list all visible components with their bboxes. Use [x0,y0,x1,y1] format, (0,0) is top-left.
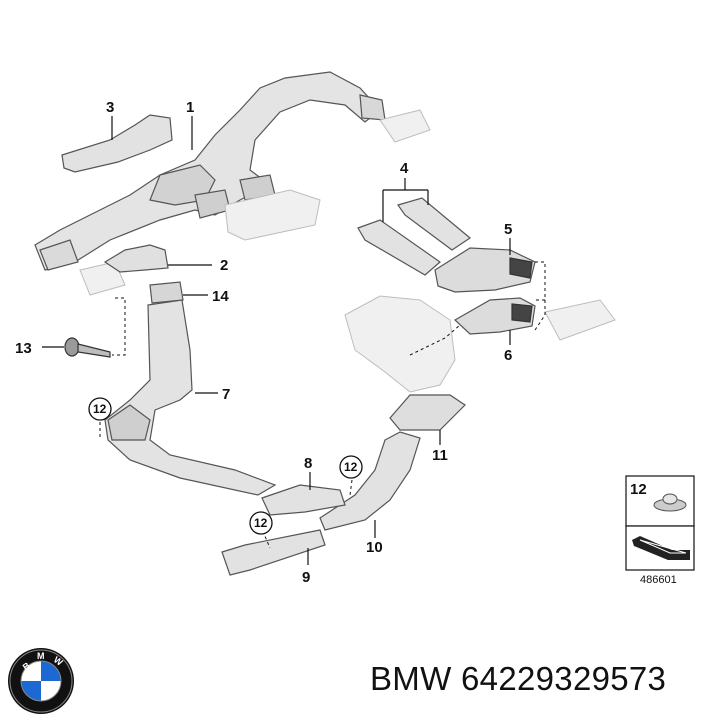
svg-text:M: M [37,651,45,661]
gasket-strip-icon [632,536,690,560]
callout-2: 2 [220,257,228,274]
callout-9: 9 [302,569,310,586]
part-7-floor-duct [104,299,277,496]
part-3-duct [61,114,173,173]
callout-8: 8 [304,455,312,472]
callout-10: 10 [366,539,383,556]
callout-5: 5 [504,221,512,238]
circled-callout-12-mid: 12 [339,455,363,479]
dashed-assembly-lines [99,261,546,549]
circled-callout-12-left: 12 [88,397,112,421]
inset-label-12: 12 [630,481,647,498]
caption-brand: BMW [370,660,452,697]
ghost-heater-housing [344,295,616,393]
callout-13: 13 [15,340,32,357]
diagram-code: 486601 [640,574,677,586]
svg-text:B: B [21,660,32,672]
callout-1: 1 [186,99,194,116]
clip-icon [653,493,687,512]
svg-text:12: 12 [344,460,358,474]
callout-14: 14 [212,288,229,305]
part-8-rear-duct [261,484,346,516]
callout-4: 4 [400,160,409,177]
callout-labels: 1 3 2 14 13 7 4 5 6 11 8 10 9 [15,99,512,586]
circled-callout-12-lower: 12 [249,511,273,535]
callout-6: 6 [504,347,512,364]
part-4-ducts [357,197,472,276]
callout-7: 7 [222,386,230,403]
part-13-fastener [64,337,111,358]
part-6-outlet [453,297,536,335]
part-9-rear-duct [221,529,326,576]
part-14-connector [149,281,184,304]
part-1-main-duct [34,71,386,271]
part-11-bracket [389,394,466,431]
ghost-vent-center [224,189,321,241]
part-5-outlet [434,247,536,293]
svg-text:12: 12 [254,516,268,530]
svg-text:12: 12 [93,402,107,416]
part-2-duct [103,244,169,273]
caption-part-number: 64229329573 [461,660,667,697]
part-number-caption: BMW 64229329573 [370,660,666,698]
callout-11: 11 [432,447,448,464]
callout-3: 3 [106,99,114,116]
inset-box: 12 486601 [625,475,695,586]
ghost-vent-left [79,261,126,296]
ghost-vent-top-right [379,109,431,143]
part-10-rear-duct [319,431,421,531]
leader-lines [42,116,511,565]
bmw-logo: B M W [8,648,74,714]
